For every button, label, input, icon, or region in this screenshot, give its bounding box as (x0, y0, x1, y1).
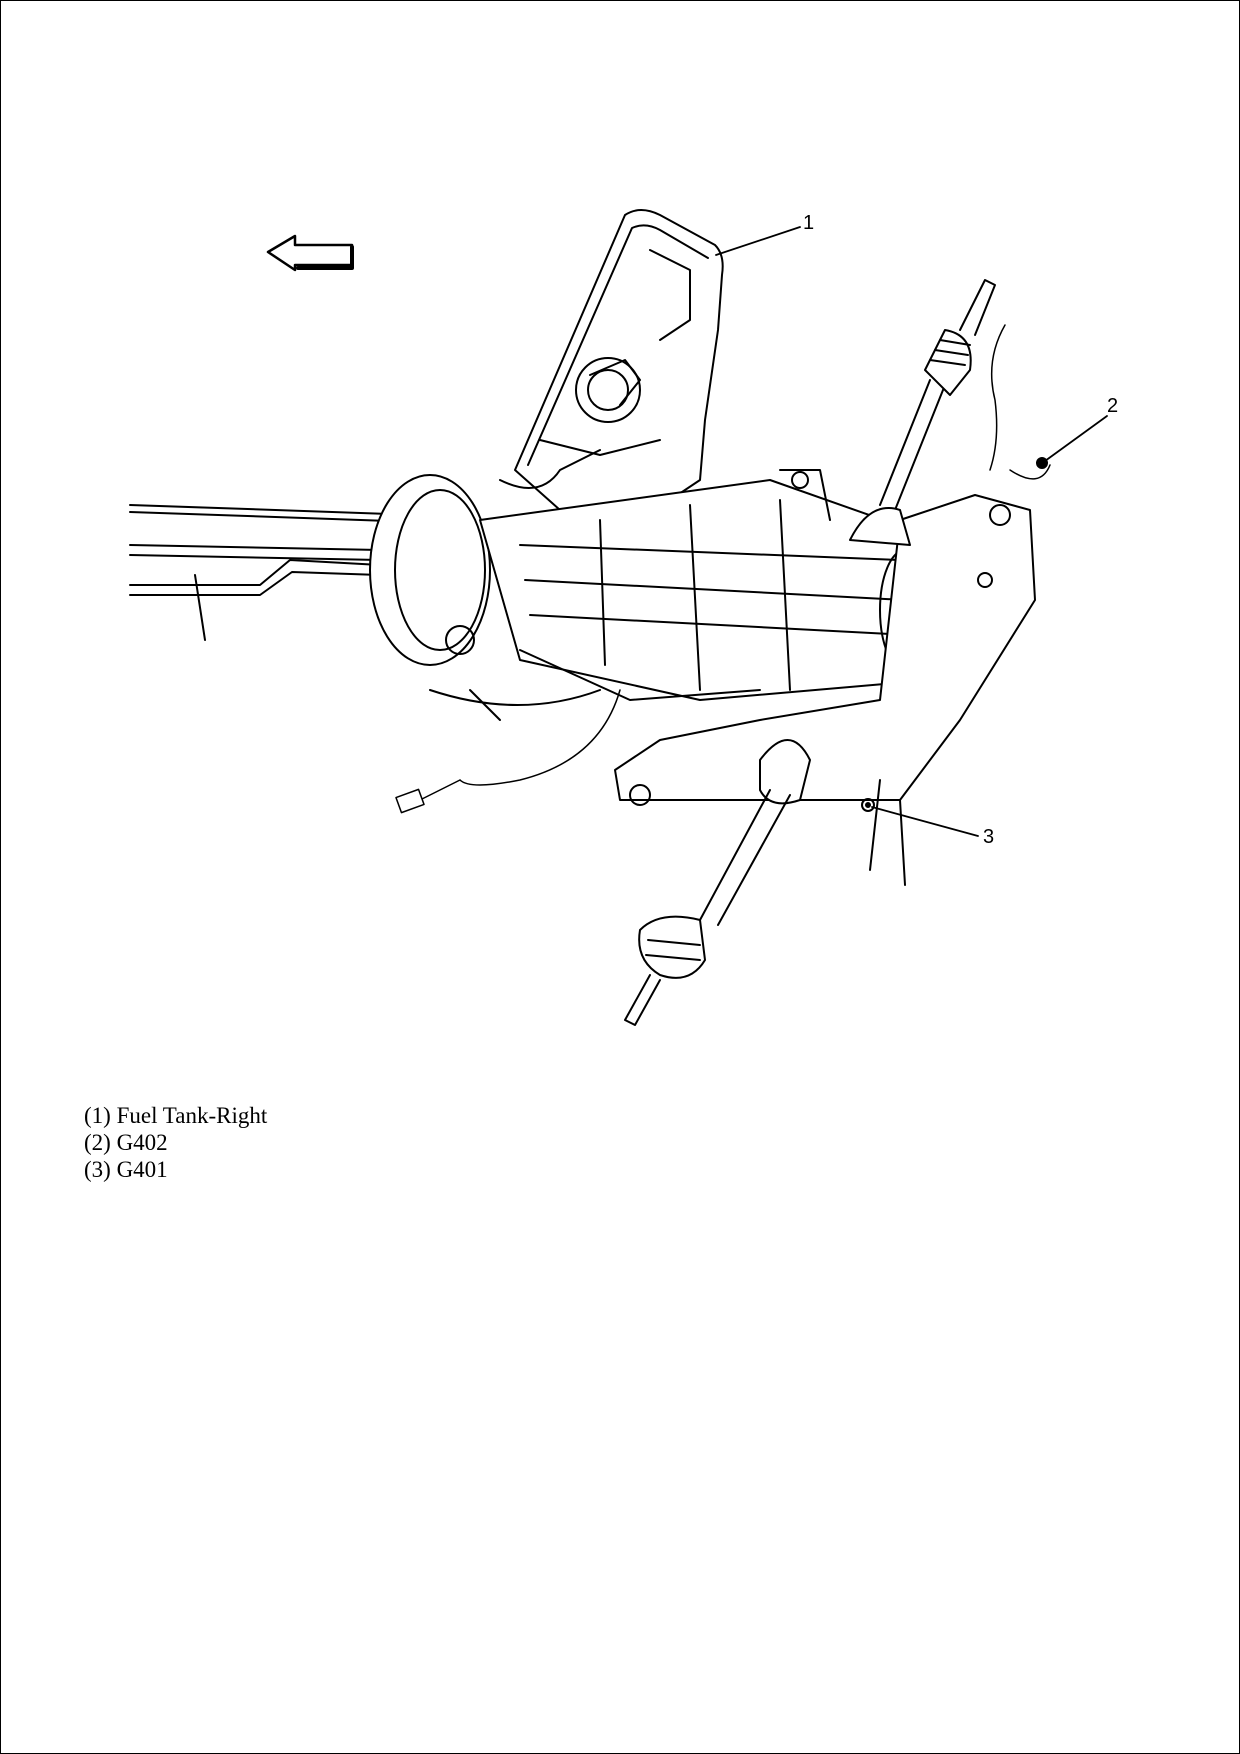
callout-1: 1 (803, 212, 815, 234)
ground-g401 (861, 798, 875, 812)
callout-leader-lines (715, 226, 1108, 837)
legend-item-fuel-tank-right: (1) Fuel Tank-Right (84, 1103, 268, 1128)
arrow-left-icon (266, 234, 354, 272)
right-axle-shaft (849, 279, 996, 546)
crossmember (614, 469, 1036, 886)
legend-item-g401: (3) G401 (84, 1157, 168, 1182)
fuel-tank-right (514, 209, 724, 521)
legend: (1) Fuel Tank-Right (2) G402 (3) G401 (84, 1102, 267, 1183)
legend-item-g402: (2) G402 (84, 1130, 168, 1155)
ground-g402 (1036, 457, 1048, 469)
left-axle-shaft (624, 739, 811, 1026)
callout-3: 3 (983, 826, 995, 848)
rear-differential (369, 474, 501, 721)
wiring-harness (395, 324, 1051, 814)
callout-2: 2 (1107, 395, 1119, 417)
